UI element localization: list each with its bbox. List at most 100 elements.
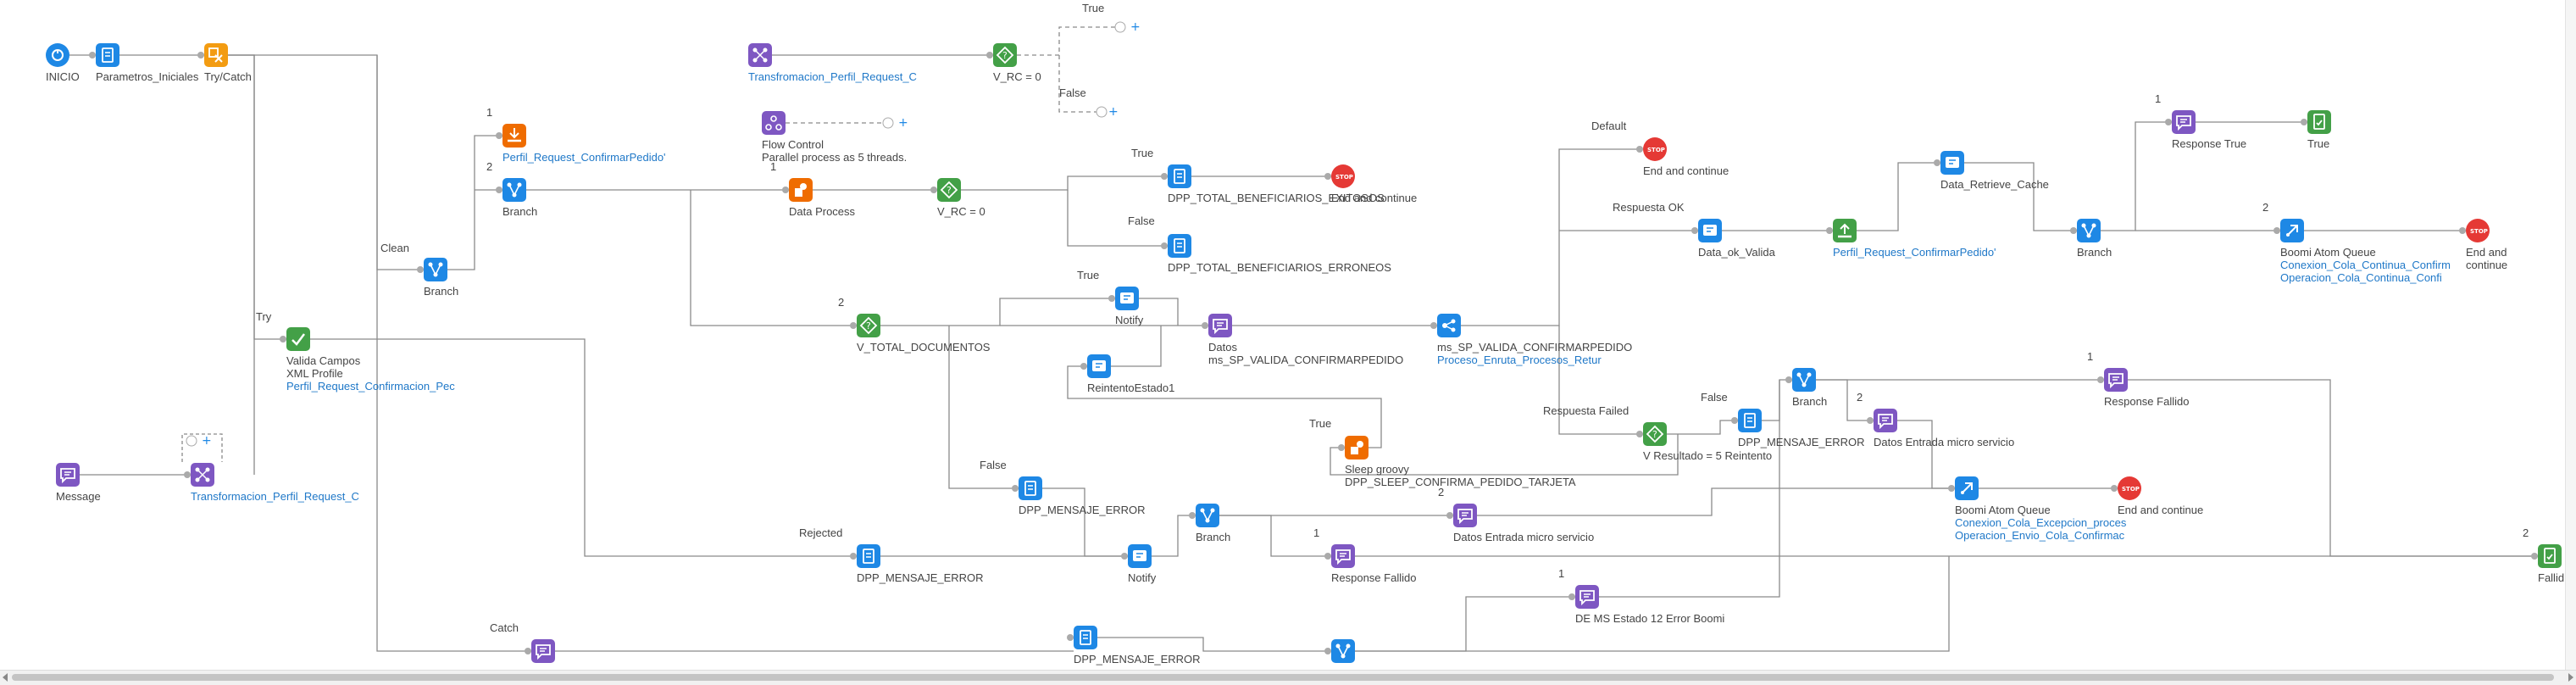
shape-decision_vrc_top[interactable]: ?	[993, 43, 1017, 67]
shape-data_retrieve[interactable]	[1940, 151, 1964, 175]
shape-catch_msg[interactable]	[531, 639, 555, 663]
shape-label: DPP_MENSAJE_ERROR	[1074, 653, 1201, 666]
shape-label: V_RC = 0	[937, 205, 985, 218]
shape-stop_q2[interactable]: STOP	[2118, 476, 2141, 500]
shape-dpp_catch[interactable]	[1074, 626, 1097, 649]
map-icon	[752, 47, 768, 63]
shape-notify1[interactable]	[1115, 287, 1139, 310]
shape-ms_sp[interactable]	[1437, 314, 1461, 337]
set-properties-icon	[102, 47, 114, 63]
shape-resp_fallido2[interactable]	[2104, 368, 2128, 392]
shape-params[interactable]	[96, 43, 119, 67]
shape-branch_clean[interactable]	[424, 258, 447, 281]
shape-link[interactable]: Operacion_Cola_Continua_Confi	[2280, 271, 2442, 284]
shape-link[interactable]: Perfil_Request_ConfirmarPedido'	[502, 151, 666, 164]
shape-transform2[interactable]	[191, 463, 214, 487]
connector-dots	[89, 52, 2538, 654]
shape-branch_r[interactable]	[2077, 219, 2101, 242]
return-icon	[2313, 114, 2325, 130]
shape-flowctl[interactable]	[762, 111, 786, 135]
notify-icon	[1092, 360, 1106, 371]
shape-label: INICIO	[46, 70, 80, 83]
shape-dpp_msg_err1[interactable]	[1019, 476, 1042, 500]
route-label: Respuesta Failed	[1543, 404, 1629, 417]
shape-end_fallido[interactable]	[2538, 544, 2562, 568]
shape-boomi_q2[interactable]	[1955, 476, 1979, 500]
shape-dpp_rejected[interactable]	[857, 544, 880, 568]
shape-msg_perfil1[interactable]	[502, 124, 526, 148]
shape-resp_true[interactable]	[2172, 110, 2196, 134]
shape-sublabel: ms_SP_VALIDA_CONFIRMARPEDIDO	[1208, 354, 1404, 366]
set-properties-icon	[1744, 413, 1756, 428]
shape-notify2[interactable]	[1128, 544, 1152, 568]
shape-link[interactable]: Conexion_Cola_Excepcion_proces	[1955, 516, 2127, 529]
route-label: 1	[486, 106, 493, 119]
shape-datos_entrada1[interactable]	[1453, 504, 1477, 527]
shape-inicio[interactable]	[46, 43, 69, 67]
svg-text:STOP: STOP	[1647, 147, 1665, 153]
vertical-scrollbar[interactable]	[2565, 0, 2576, 670]
shape-datos_entrada2[interactable]	[1874, 409, 1897, 432]
shape-dpp_exitosos[interactable]	[1168, 164, 1191, 188]
data-process-icon	[795, 183, 807, 197]
shape-link[interactable]: Operacion_Envio_Cola_Confirmac	[1955, 529, 2125, 542]
shape-link[interactable]: Transfromacion_Perfil_Request_C	[748, 70, 917, 83]
shape-link[interactable]: Conexion_Cola_Continua_Confirm	[2280, 259, 2451, 271]
download-icon	[508, 128, 521, 142]
shape-label: Branch	[2077, 246, 2112, 259]
shape-perfil_req2[interactable]	[1833, 219, 1857, 242]
shape-branch_m[interactable]	[1196, 504, 1219, 527]
shape-decision_vtotal[interactable]: ?	[857, 314, 880, 337]
shape-stop_q1[interactable]: STOP	[2466, 219, 2490, 242]
decision-icon: ?	[996, 46, 1014, 64]
shape-sleep[interactable]	[1345, 436, 1368, 459]
route-label: True	[1082, 2, 1105, 14]
shape-label: DPP_MENSAJE_ERROR	[1019, 504, 1146, 516]
shape-trycatch[interactable]	[204, 43, 228, 67]
shape-branch_catch[interactable]	[1331, 639, 1355, 663]
add-shape-buttons[interactable]: + + + +	[186, 20, 1141, 448]
shape-resp_fallido1[interactable]	[1331, 544, 1355, 568]
route-label: True	[1309, 417, 1332, 430]
horizontal-scrollbar[interactable]	[0, 670, 2576, 685]
shape-link[interactable]: Perfil_Request_Confirmacion_Pec	[286, 380, 455, 393]
shape-branch_f[interactable]	[1792, 368, 1816, 392]
shape-link[interactable]: Transformacion_Perfil_Request_C	[191, 490, 359, 503]
shape-transform1[interactable]	[748, 43, 772, 67]
set-properties-icon	[863, 549, 874, 564]
shape-dpp_msg_err2[interactable]	[1738, 409, 1762, 432]
shape-datos_ms[interactable]	[1208, 314, 1232, 337]
shape-dataprocess[interactable]	[789, 178, 813, 202]
upload-icon	[1838, 223, 1852, 238]
shape-end_true[interactable]	[2307, 110, 2331, 134]
route-label: Clean	[380, 242, 409, 254]
shape-data_ok[interactable]	[1698, 219, 1722, 242]
stop-icon: STOP	[1335, 174, 1353, 181]
branch-icon	[1335, 643, 1351, 659]
shape-boomi_q1[interactable]	[2280, 219, 2304, 242]
shape-dpp_erroneos[interactable]	[1168, 234, 1191, 258]
route-label: Try	[256, 310, 272, 323]
scroll-left-icon[interactable]	[3, 673, 8, 682]
shape-link[interactable]: Proceso_Enruta_Procesos_Retur	[1437, 354, 1602, 366]
shape-stop_default[interactable]: STOP	[1643, 137, 1667, 161]
connector-lines	[69, 26, 2538, 652]
shape-label: Branch	[502, 205, 538, 218]
shape-branch_main[interactable]	[502, 178, 526, 202]
route-label: 2	[2262, 201, 2269, 214]
shape-label: Sleep groovy	[1345, 463, 1409, 476]
stop-icon: STOP	[2470, 228, 2488, 235]
shape-decision_vrc2[interactable]: ?	[937, 178, 961, 202]
scroll-right-icon[interactable]	[2568, 673, 2573, 682]
shape-de_ms[interactable]	[1575, 585, 1599, 609]
shape-reintento[interactable]	[1087, 354, 1111, 378]
shape-label: ms_SP_VALIDA_CONFIRMARPEDIDO	[1437, 341, 1633, 354]
shape-message[interactable]	[56, 463, 80, 487]
shape-validacampos[interactable]	[286, 327, 310, 351]
shape-link[interactable]: Perfil_Request_ConfirmarPedido'	[1833, 246, 1996, 259]
scrollbar-thumb[interactable]	[12, 674, 2554, 681]
shape-stop1[interactable]: STOP	[1331, 164, 1355, 188]
shape-label: Data_ok_Valida	[1698, 246, 1775, 259]
shape-decision_vres[interactable]: ?	[1643, 422, 1667, 446]
